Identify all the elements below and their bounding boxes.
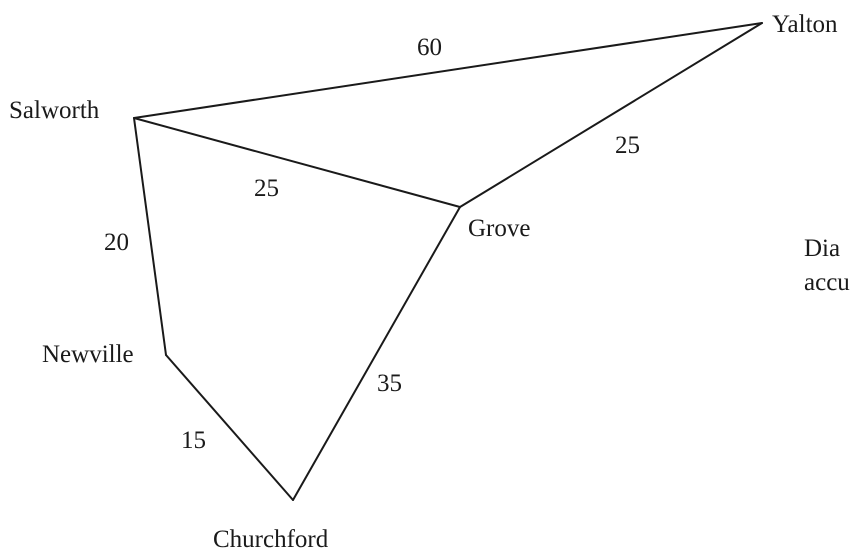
diagram-note-line-1: Dia (804, 235, 841, 262)
edge-weight-grove-yalton: 25 (615, 132, 640, 159)
node-label-yalton: Yalton (772, 11, 838, 38)
diagram-note: Dia accu (804, 232, 850, 300)
edge-salworth-yalton (133, 22, 763, 119)
node-label-salworth: Salworth (9, 97, 100, 124)
edge-weight-grove-churchford: 35 (377, 370, 402, 397)
edge-salworth-newville (133, 117, 167, 356)
edge-weight-salworth-grove: 25 (254, 175, 279, 202)
node-label-newville: Newville (42, 341, 134, 368)
node-label-grove: Grove (468, 215, 530, 242)
edge-grove-churchford (292, 206, 461, 501)
edge-weight-salworth-newville: 20 (104, 229, 129, 256)
edge-weight-newville-churchford: 15 (181, 427, 206, 454)
diagram-note-line-2: accu (804, 269, 850, 296)
edge-yalton-grove (459, 22, 763, 208)
edge-salworth-grove (133, 117, 461, 208)
edge-newville-churchford (165, 354, 294, 501)
node-label-churchford: Churchford (213, 526, 329, 553)
edge-weight-salworth-yalton: 60 (417, 34, 442, 61)
